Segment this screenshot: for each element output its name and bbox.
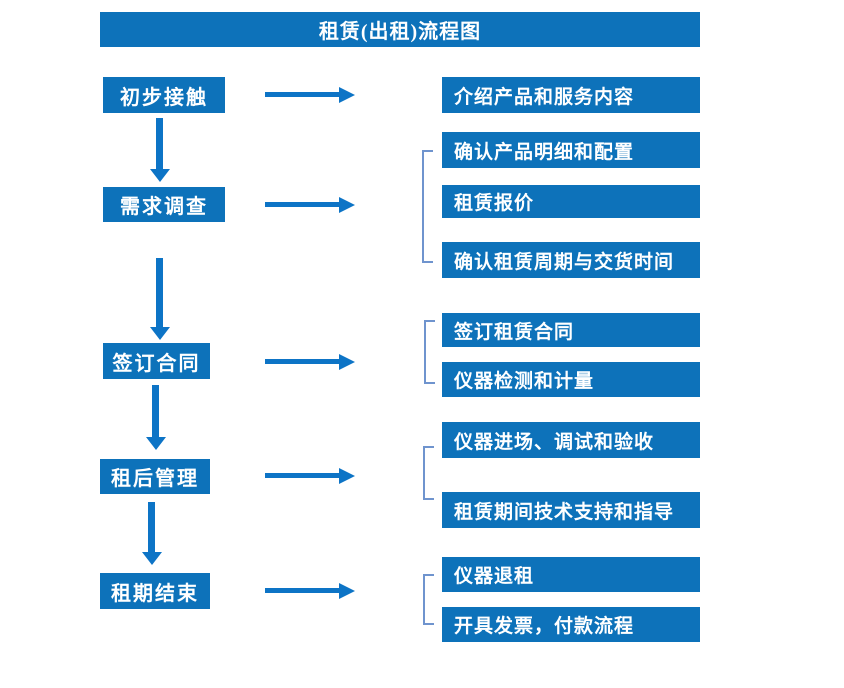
arrow-down-icon [152, 385, 159, 437]
detail-box-rental-quotation: 租赁报价 [442, 185, 700, 218]
flowchart-title: 租赁(出租)流程图 [100, 12, 700, 47]
step-box-post-rental-management: 租后管理 [100, 459, 210, 494]
detail-box-rental-tech-support: 租赁期间技术支持和指导 [442, 492, 700, 528]
detail-box-instrument-testing-calibration: 仪器检测和计量 [442, 362, 700, 397]
step-box-initial-contact: 初步接触 [103, 77, 225, 113]
arrow-down-icon [156, 118, 163, 169]
group-bracket [423, 446, 434, 500]
step-box-contract-signing: 签订合同 [103, 343, 210, 379]
arrow-right-icon [265, 92, 339, 97]
group-bracket [422, 150, 433, 263]
group-bracket [424, 320, 435, 384]
detail-box-confirm-rental-period-delivery: 确认租赁周期与交货时间 [442, 242, 700, 278]
step-box-rental-end: 租期结束 [100, 573, 210, 609]
detail-box-instrument-arrival-acceptance: 仪器进场、调试和验收 [442, 422, 700, 458]
detail-box-sign-rental-contract: 签订租赁合同 [442, 313, 700, 347]
detail-box-confirm-product-details-config: 确认产品明细和配置 [442, 132, 700, 168]
group-bracket [423, 574, 434, 625]
step-box-demand-survey: 需求调查 [103, 187, 225, 222]
arrow-down-icon [148, 502, 155, 552]
arrow-right-icon [265, 588, 339, 593]
arrow-right-icon [265, 359, 339, 364]
arrow-right-icon [265, 473, 339, 478]
detail-box-invoice-payment-process: 开具发票，付款流程 [442, 607, 700, 642]
arrow-down-icon [156, 258, 163, 327]
arrow-right-icon [265, 202, 339, 207]
detail-box-instrument-return: 仪器退租 [442, 557, 700, 592]
detail-box-introduce-products-services: 介绍产品和服务内容 [442, 77, 700, 113]
